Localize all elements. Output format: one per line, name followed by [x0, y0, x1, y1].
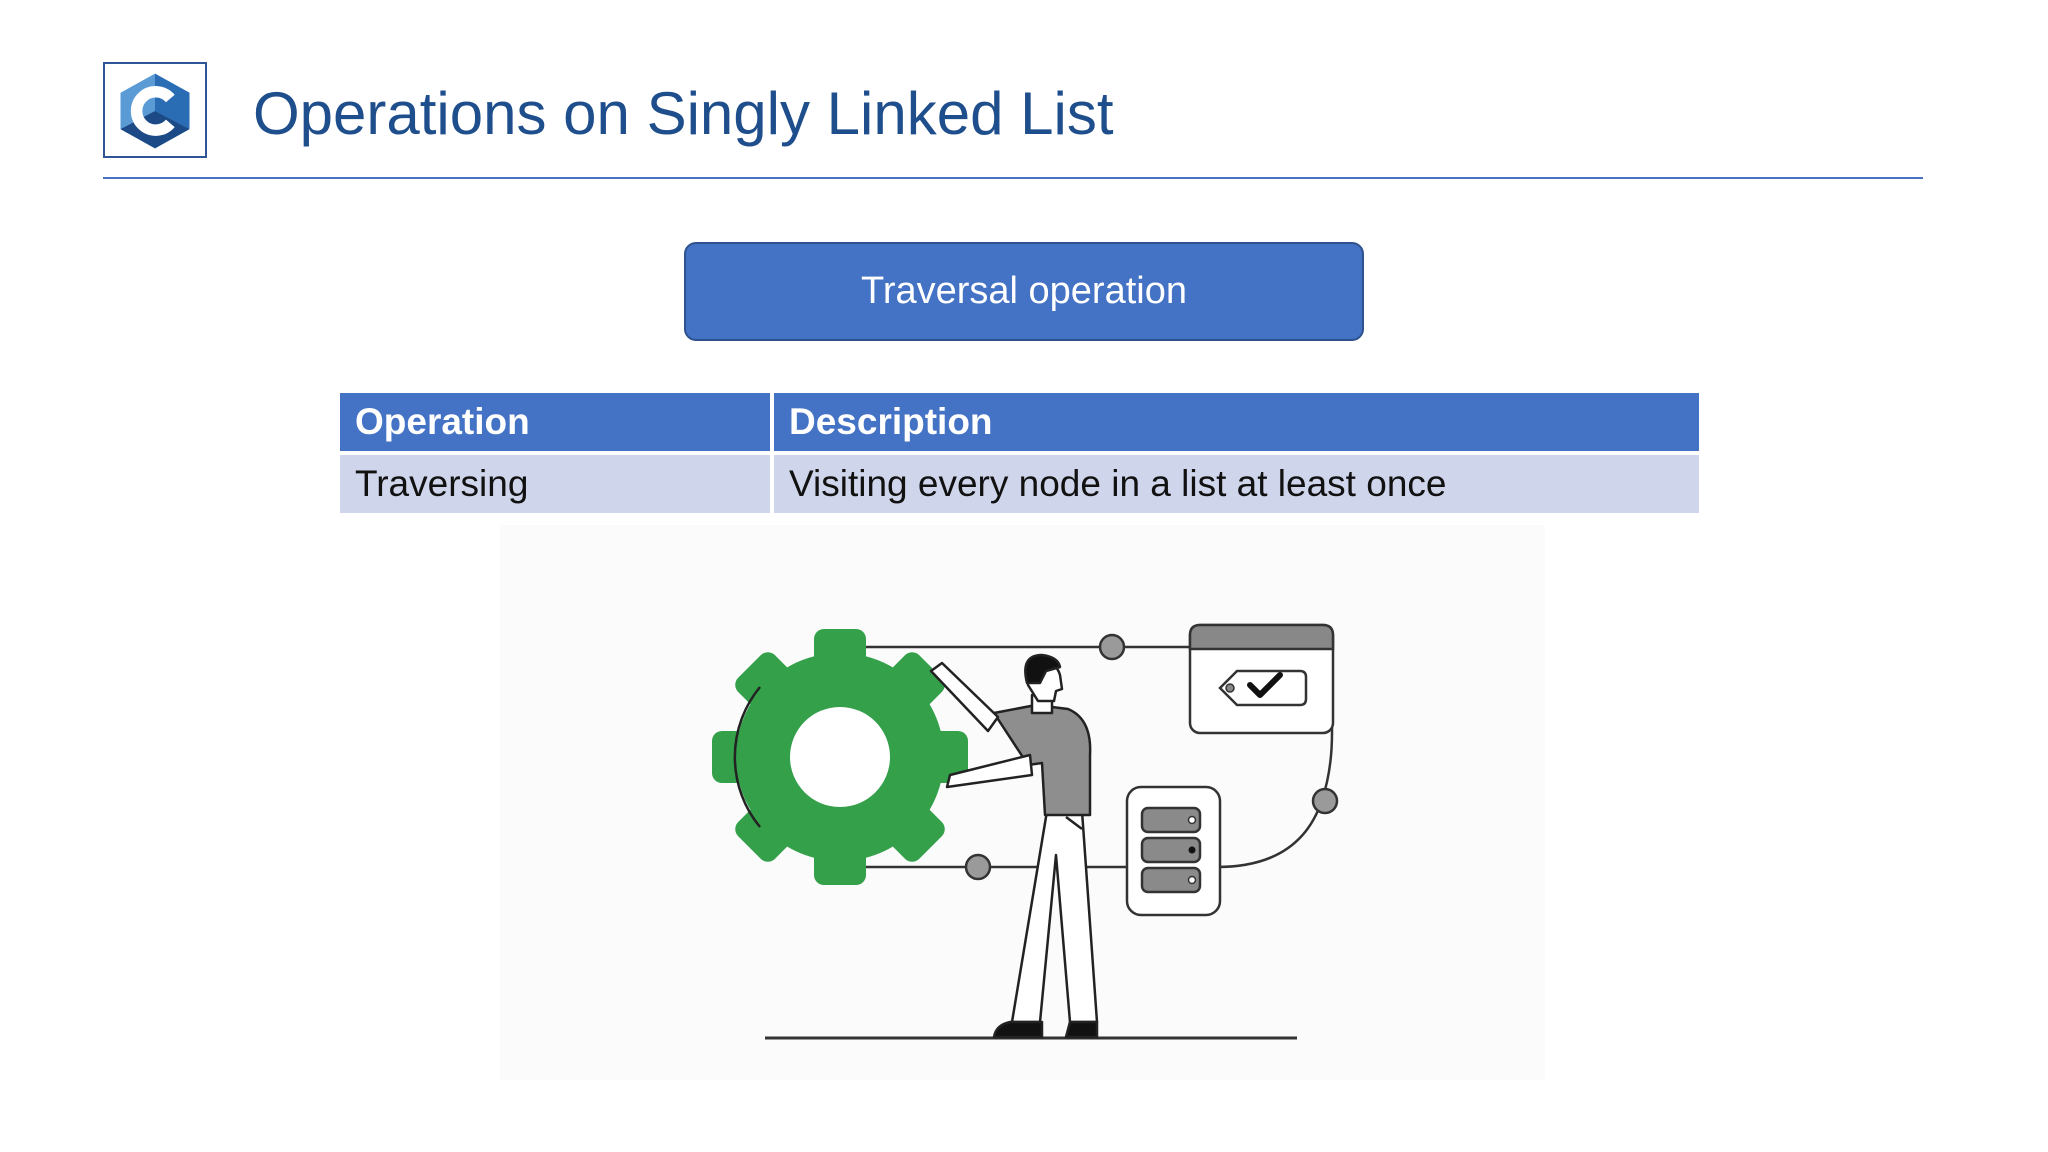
table-row: Traversing Visiting every node in a list…: [340, 455, 1699, 513]
server-icon: [1125, 785, 1222, 917]
operations-table: Operation Description Traversing Visitin…: [336, 389, 1703, 517]
tag-checkmark-icon: [1188, 623, 1335, 735]
title-divider: [103, 177, 1923, 179]
table-header-row: Operation Description: [340, 393, 1699, 451]
gear-icon: [712, 629, 968, 885]
description-cell: Visiting every node in a list at least o…: [774, 455, 1699, 513]
c-language-logo-icon: [103, 62, 207, 158]
traversal-operation-banner: Traversal operation: [684, 242, 1364, 341]
page-title: Operations on Singly Linked List: [253, 80, 1114, 147]
column-header-operation: Operation: [340, 393, 770, 451]
operation-cell: Traversing: [340, 455, 770, 513]
person-figure: [929, 653, 1099, 1039]
column-header-description: Description: [774, 393, 1699, 451]
traversal-illustration: [500, 525, 1545, 1080]
